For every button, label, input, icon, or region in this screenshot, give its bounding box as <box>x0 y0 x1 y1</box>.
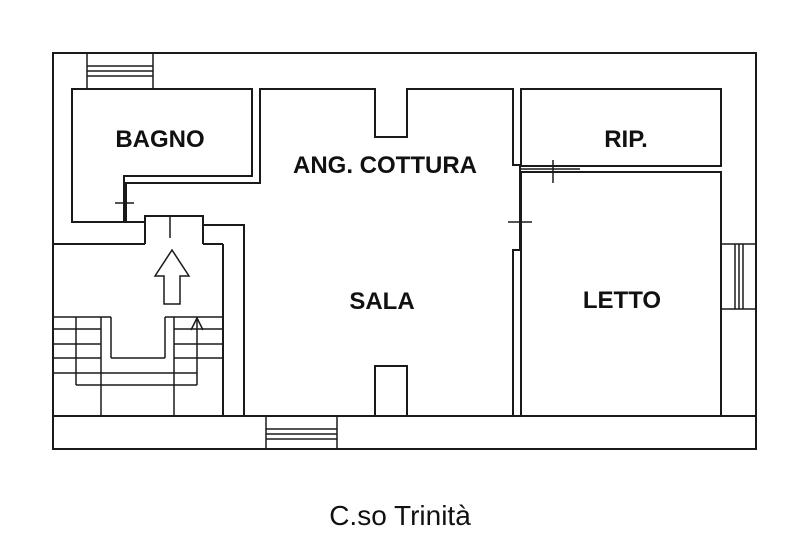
label-ang-cottura: ANG. COTTURA <box>293 152 477 179</box>
label-sala: SALA <box>349 288 414 315</box>
room-ripostiglio <box>520 88 722 167</box>
street-label: C.so Trinità <box>329 500 471 531</box>
label-letto: LETTO <box>583 287 661 314</box>
door-markers <box>115 160 580 238</box>
window-top <box>86 52 154 90</box>
outer-wall <box>52 52 757 450</box>
stair-up-arrow-icon <box>153 248 191 305</box>
window-right <box>720 243 757 310</box>
label-rip: RIP. <box>604 126 648 153</box>
room-bagno <box>71 88 253 223</box>
window-bottom <box>265 415 338 450</box>
stairwell <box>53 222 224 416</box>
room-letto <box>520 171 722 417</box>
label-bagno: BAGNO <box>115 126 204 153</box>
stair-small-arrow-icon <box>190 317 204 331</box>
